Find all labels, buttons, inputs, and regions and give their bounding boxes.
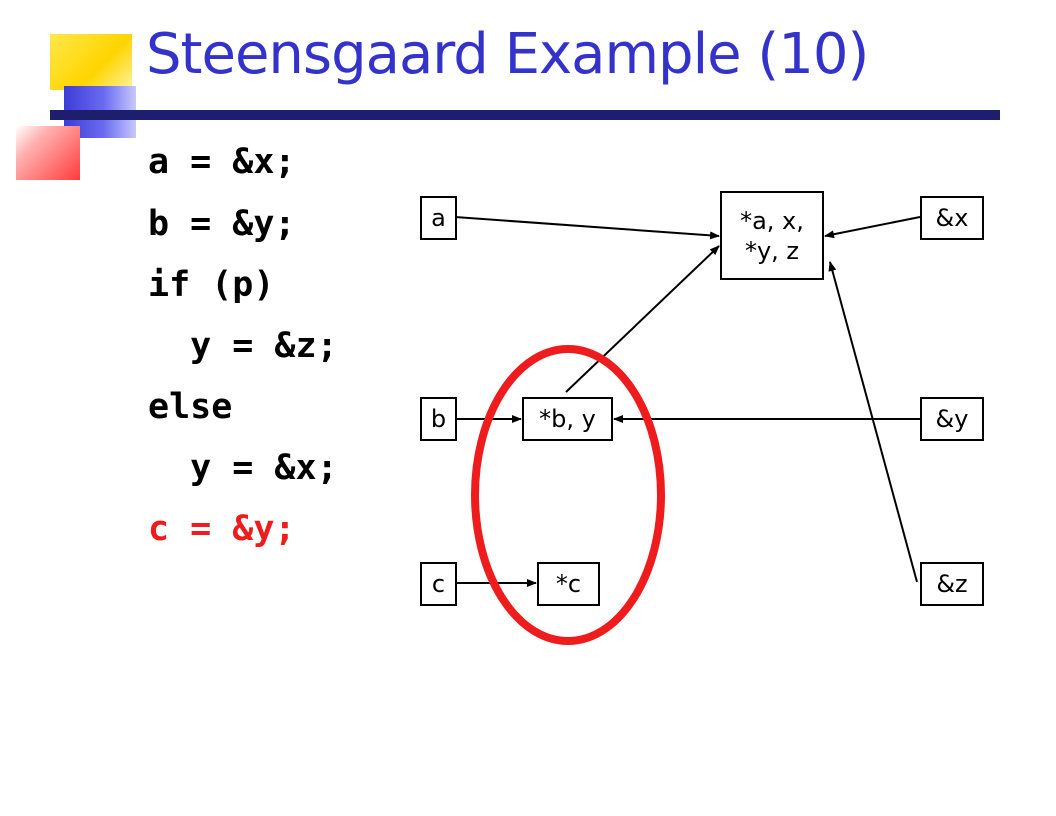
edge-by-to-axyz (565, 245, 720, 393)
decorative-yellow-square (50, 34, 132, 90)
edge-ampz-to-axyz (828, 261, 918, 583)
node-amp-x: &x (920, 196, 984, 240)
node-c-label: c (431, 570, 446, 598)
node-a-label: a (431, 204, 446, 232)
code-line-5: else (148, 387, 233, 427)
node-star-c: *c (537, 562, 600, 606)
code-line-2: b = &y; (148, 204, 296, 244)
code-line-1: a = &x; (148, 142, 296, 182)
node-star-c-label: *c (555, 570, 582, 598)
code-line-7-highlighted: c = &y; (148, 509, 296, 549)
node-amp-y-label: &y (935, 405, 969, 433)
code-line-4: y = &z; (148, 326, 338, 366)
highlight-ellipse (471, 345, 665, 645)
node-a: a (420, 196, 457, 240)
node-b-label: b (430, 405, 447, 433)
edge-ampx-to-axyz (824, 216, 921, 239)
code-line-6: y = &x; (148, 448, 338, 488)
node-amp-x-label: &x (935, 204, 969, 232)
title-underline (50, 110, 1000, 120)
node-amp-y: &y (920, 397, 984, 441)
edge-a-to-axyz (454, 216, 720, 240)
node-amp-z-label: &z (936, 570, 968, 598)
code-line-3: if (p) (148, 265, 275, 305)
node-star-a-x-star-y-z-label: *a, x, *y, z (740, 206, 804, 265)
node-c: c (420, 562, 457, 606)
decorative-red-square (16, 126, 80, 180)
node-b: b (420, 397, 457, 441)
node-star-b-y-label: *b, y (539, 405, 596, 433)
node-amp-z: &z (920, 562, 984, 606)
node-star-b-y: *b, y (522, 397, 613, 441)
slide-title: Steensgaard Example (10) (146, 22, 869, 87)
node-star-a-x-star-y-z: *a, x, *y, z (720, 191, 824, 280)
